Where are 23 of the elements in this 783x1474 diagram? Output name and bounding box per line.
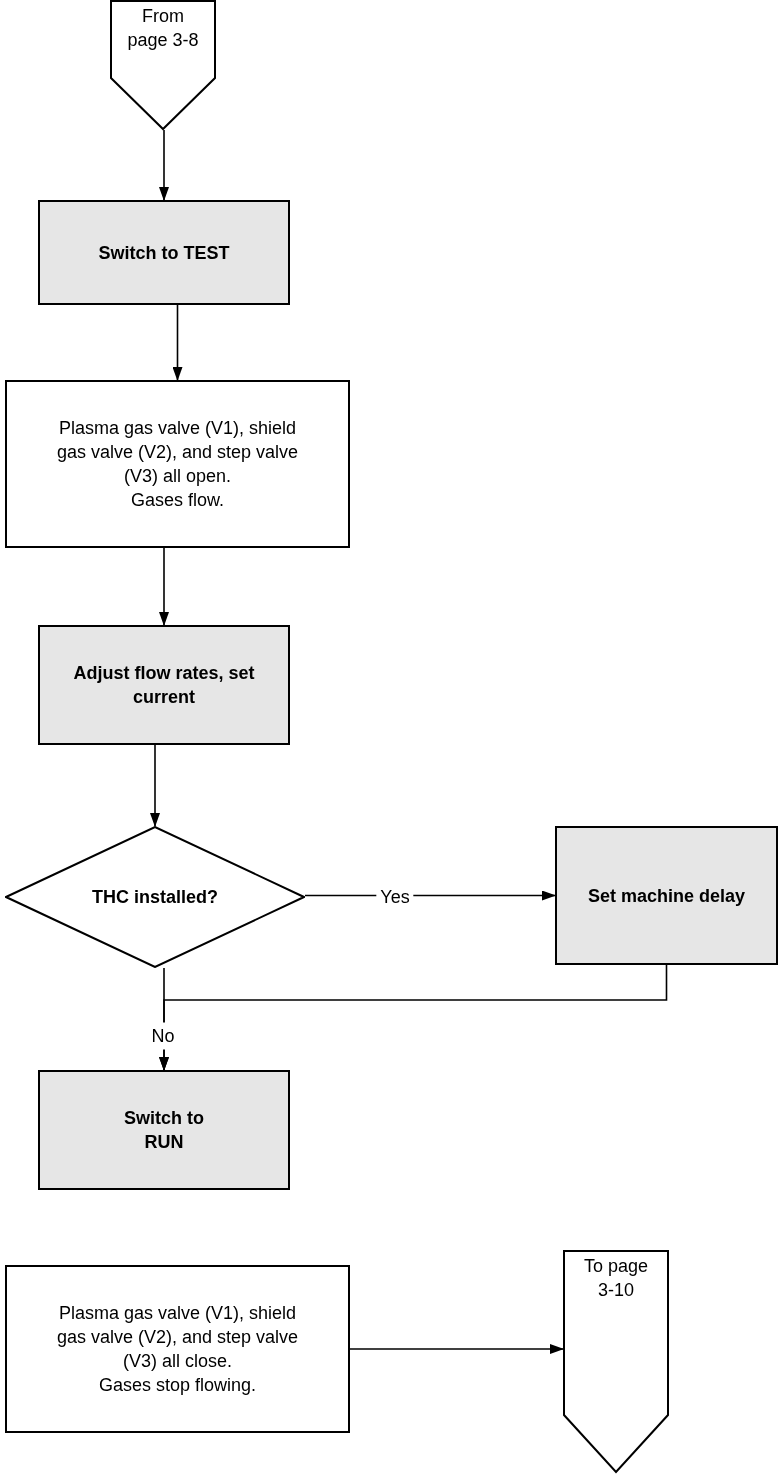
process-box <box>555 826 778 965</box>
node-text: Switch to TEST <box>97 241 231 265</box>
arrow <box>150 744 160 827</box>
arrow <box>172 304 183 381</box>
node-text: Plasma gas valve (V1), shield gas valve (V2), and step valve (V3) all close. <box>55 1302 300 1373</box>
node-text: Adjust flow rates, set current <box>72 662 256 709</box>
process-box <box>38 1070 290 1190</box>
node-text: Gases stop flowing. <box>97 1374 258 1397</box>
node-text: Switch to RUN <box>123 1107 205 1154</box>
node-text: To page 3-10 <box>582 1255 650 1302</box>
arrow <box>159 547 169 626</box>
node-text: Plasma gas valve (V1), shield gas valve (V2), and step valve (V3) all open. <box>55 417 300 488</box>
process-box <box>5 1265 350 1433</box>
arrow <box>159 964 668 1071</box>
arrow <box>349 1344 564 1354</box>
process-box <box>38 625 290 745</box>
node-text: Set machine delay <box>586 884 747 908</box>
process-box <box>38 200 290 305</box>
process-box <box>5 380 350 548</box>
node-text: From page 3-8 <box>126 5 200 52</box>
node-text: Gases flow. <box>129 489 225 512</box>
node-text: THC installed? <box>91 886 219 909</box>
arrow <box>159 129 169 201</box>
